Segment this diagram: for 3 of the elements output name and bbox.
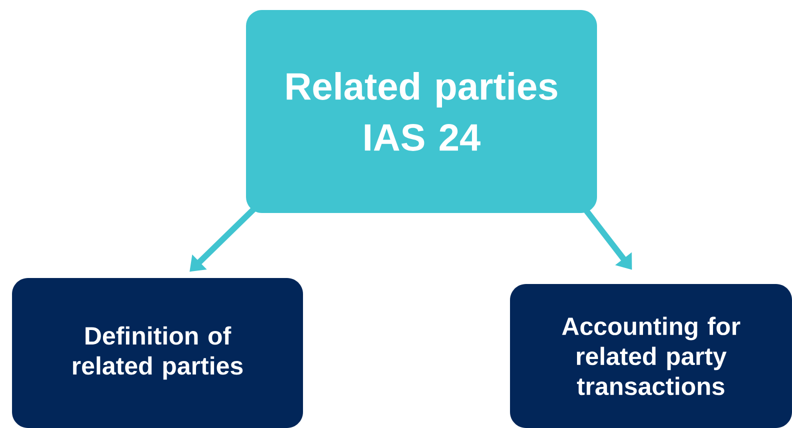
topic-box: Related parties IAS 24 [246,10,597,213]
subtopic-box: Definition of related parties [12,278,303,428]
subtopic-box: Accounting for related party transactions [510,284,792,428]
